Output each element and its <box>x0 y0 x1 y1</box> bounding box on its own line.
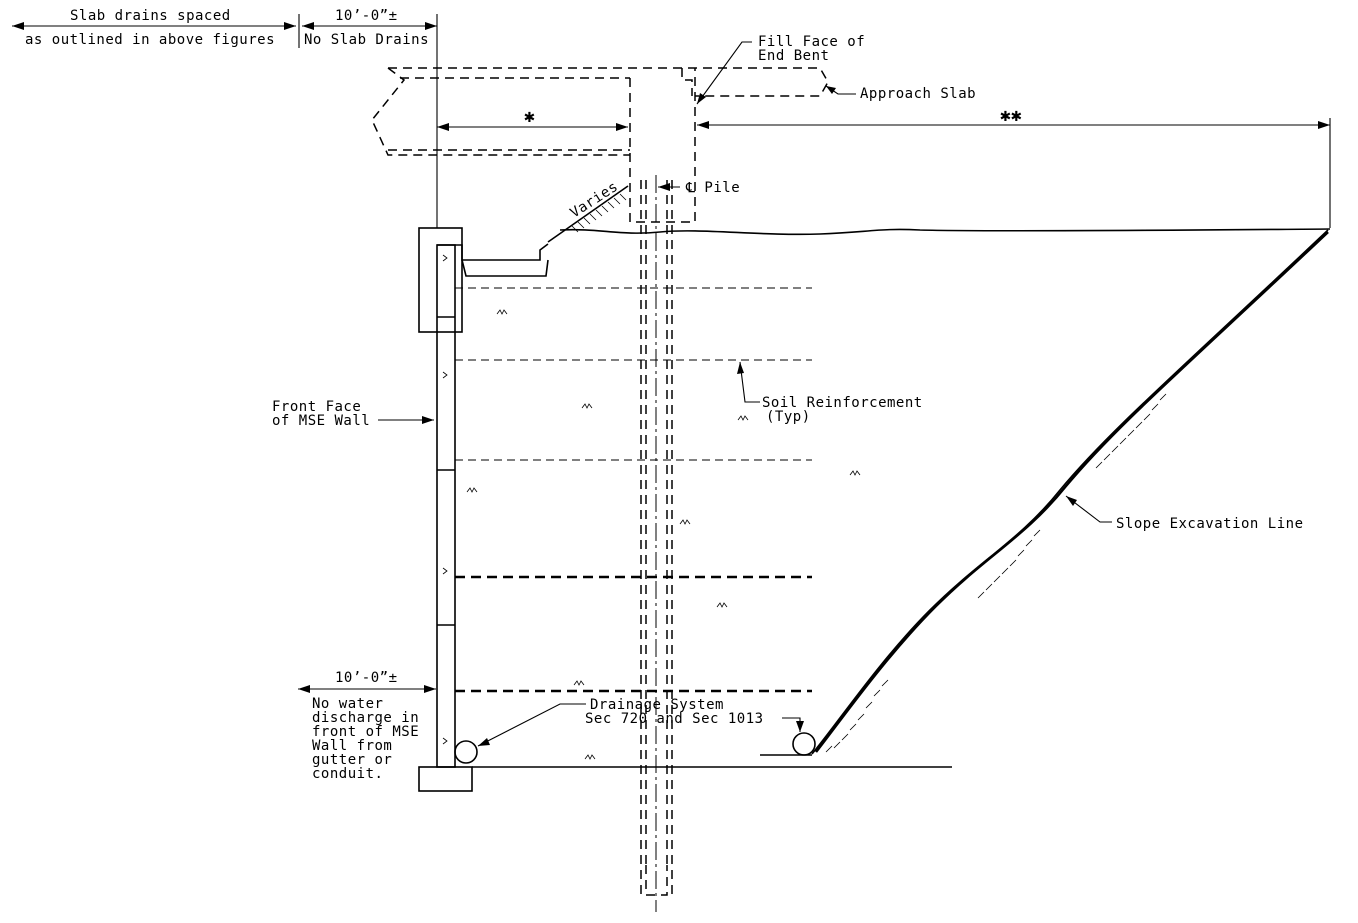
arrow-right-icon <box>424 685 436 693</box>
wall-footing <box>418 766 473 792</box>
wall-coping <box>418 227 463 333</box>
gutter <box>437 243 549 261</box>
approach-slab-callout: Approach Slab <box>825 85 976 102</box>
single-star-label: ✱ <box>524 106 535 127</box>
arrow-right-icon <box>284 22 296 30</box>
no-water-line-6: conduit. <box>312 766 383 782</box>
soil-reinf-label-1: Soil Reinforcement <box>762 395 923 411</box>
fill-face-label-1: Fill Face of <box>758 34 865 50</box>
no-water-line-1: No water <box>312 696 383 712</box>
header-left-label-1: Slab drains spaced <box>70 8 231 24</box>
double-star-dimension: ✱✱ <box>697 105 1331 228</box>
bottom-dimension: 10’-0”± <box>298 670 436 693</box>
no-water-line-2: discharge in <box>312 710 419 726</box>
fill-face-label-2: End Bent <box>758 48 829 64</box>
slope-excavation-callout: Slope Excavation Line <box>1065 495 1304 532</box>
no-water-line-4: Wall from <box>312 738 392 754</box>
mse-wall <box>418 227 473 792</box>
arrow-left-icon <box>437 123 449 131</box>
front-face-label-2: of MSE Wall <box>272 413 370 429</box>
slope-excavation <box>811 229 1329 755</box>
bottom-dim-label: 10’-0”± <box>335 670 398 686</box>
slope-excavation-label: Slope Excavation Line <box>1116 516 1304 532</box>
no-water-line-5: gutter or <box>312 752 392 768</box>
arrow-left-icon <box>697 121 709 129</box>
header-right-dim: 10’-0”± <box>335 8 398 24</box>
header-dimension-block: Slab drains spaced as outlined in above … <box>12 8 437 48</box>
pile-label: ℄ Pile <box>685 180 740 196</box>
arrow-icon <box>697 93 706 104</box>
arrow-right-icon <box>1318 121 1330 129</box>
arrow-icon <box>796 721 804 732</box>
fill-face-callout: Fill Face of End Bent <box>696 34 865 105</box>
varies-label: Varies <box>567 179 621 222</box>
arrow-left-icon <box>12 22 24 30</box>
approach-slab-outline <box>371 67 829 223</box>
pile-callout: ℄ Pile <box>658 180 740 196</box>
soil-reinforcement <box>455 287 812 693</box>
no-water-note: No water discharge in front of MSE Wall … <box>312 696 419 782</box>
front-face-label-1: Front Face <box>272 399 361 415</box>
drain-pipe-slope <box>792 732 816 756</box>
header-left-label-2: as outlined in above figures <box>25 32 275 48</box>
gutter-bottom <box>461 259 549 277</box>
arrow-right-icon <box>616 123 628 131</box>
arrow-right-icon <box>425 22 437 30</box>
arrow-icon <box>826 86 836 94</box>
soil-reinforcement-callout: Soil Reinforcement (Typ) <box>737 361 923 425</box>
no-water-line-3: front of MSE <box>312 724 419 740</box>
double-star-label: ✱✱ <box>1000 105 1022 126</box>
soil-reinf-label-2: (Typ) <box>766 409 811 425</box>
soil-tufts <box>466 309 861 760</box>
arrow-icon <box>1066 496 1077 506</box>
wall-panels <box>436 244 456 768</box>
drainage-callout: Drainage System Sec 720 and Sec 1013 <box>477 697 804 747</box>
header-right-label: No Slab Drains <box>304 32 429 48</box>
arrow-left-icon <box>302 22 314 30</box>
ground-line <box>559 228 1331 236</box>
drainage-label-2: Sec 720 and Sec 1013 <box>585 711 764 727</box>
single-star-dimension: ✱ <box>437 106 628 131</box>
drainage-label-1: Drainage System <box>590 697 724 713</box>
arrow-icon <box>737 362 744 374</box>
drain-pipe-wall <box>454 740 478 764</box>
arrow-icon <box>478 738 490 746</box>
pile <box>640 175 673 912</box>
approach-slab-label: Approach Slab <box>860 86 976 102</box>
arrow-right-icon <box>422 416 434 424</box>
arrow-left-icon <box>298 685 310 693</box>
front-face-callout: Front Face of MSE Wall <box>272 399 434 429</box>
arrow-left-icon <box>658 183 670 191</box>
